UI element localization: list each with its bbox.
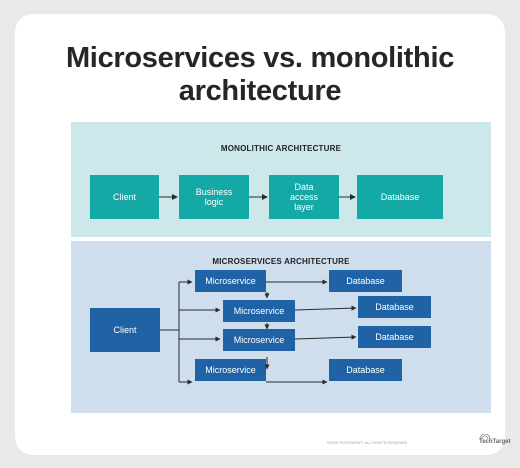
- database-box-1: Database: [329, 270, 402, 292]
- database-label-1: Database: [346, 276, 385, 286]
- techtarget-logo-icon: [479, 434, 491, 440]
- microservice-label-1: Microservice: [205, 276, 256, 286]
- mono-dal-line-2: access: [289, 192, 318, 202]
- mono-database-label: Database: [380, 192, 420, 202]
- microservice-box-3: Microservice: [223, 329, 295, 351]
- title-line-2: architecture: [178, 75, 342, 107]
- micro-arrows: [160, 279, 357, 385]
- microservices-panel: MICROSERVICES ARCHITECTURE Client Micros…: [71, 241, 491, 413]
- page-title: Microservices vs. monolithic architectur…: [15, 42, 505, 108]
- database-box-3: Database: [358, 326, 431, 348]
- mono-business-logic-line-2: logic: [204, 197, 224, 207]
- database-label-4: Database: [346, 365, 385, 375]
- mono-business-logic-box: Business logic: [179, 175, 249, 219]
- mono-business-logic-line-1: Business: [195, 187, 233, 197]
- copyright-note: ©2020 TECHTARGET. ALL RIGHTS RESERVED: [327, 441, 408, 445]
- database-label-2: Database: [375, 302, 414, 312]
- database-label-3: Database: [375, 332, 414, 342]
- microservice-label-3: Microservice: [233, 335, 285, 345]
- monolithic-panel: MONOLITHIC ARCHITECTURE Client Business …: [71, 122, 491, 237]
- mono-dal-line-3: layer: [294, 202, 314, 212]
- database-box-2: Database: [358, 296, 431, 318]
- arrow-service2-to-db2: [294, 305, 357, 311]
- microservice-box-4: Microservice: [195, 359, 266, 381]
- mono-data-access-layer-box: Data access layer: [269, 175, 339, 219]
- arrow-service3-to-db3: [294, 334, 357, 340]
- connector-lines: [159, 194, 357, 385]
- microservice-label-4: Microservice: [205, 365, 256, 375]
- mono-database-box: Database: [357, 175, 443, 219]
- mono-client-label: Client: [112, 192, 136, 202]
- microservice-box-2: Microservice: [223, 300, 295, 322]
- micro-client-box: Client: [90, 308, 160, 352]
- microservice-box-1: Microservice: [195, 270, 266, 292]
- mono-client-box: Client: [90, 175, 159, 219]
- database-box-4: Database: [329, 359, 402, 381]
- mono-dal-line-1: Data: [294, 182, 314, 192]
- microservice-label-2: Microservice: [233, 306, 285, 316]
- micro-client-label: Client: [113, 325, 137, 335]
- monolithic-label: MONOLITHIC ARCHITECTURE: [220, 144, 342, 153]
- microservices-label: MICROSERVICES ARCHITECTURE: [212, 257, 350, 266]
- infographic-card: Microservices vs. monolithic architectur…: [15, 14, 510, 455]
- title-line-1: Microservices vs. monolithic: [65, 42, 455, 74]
- brand-name: TechTarget: [479, 439, 511, 445]
